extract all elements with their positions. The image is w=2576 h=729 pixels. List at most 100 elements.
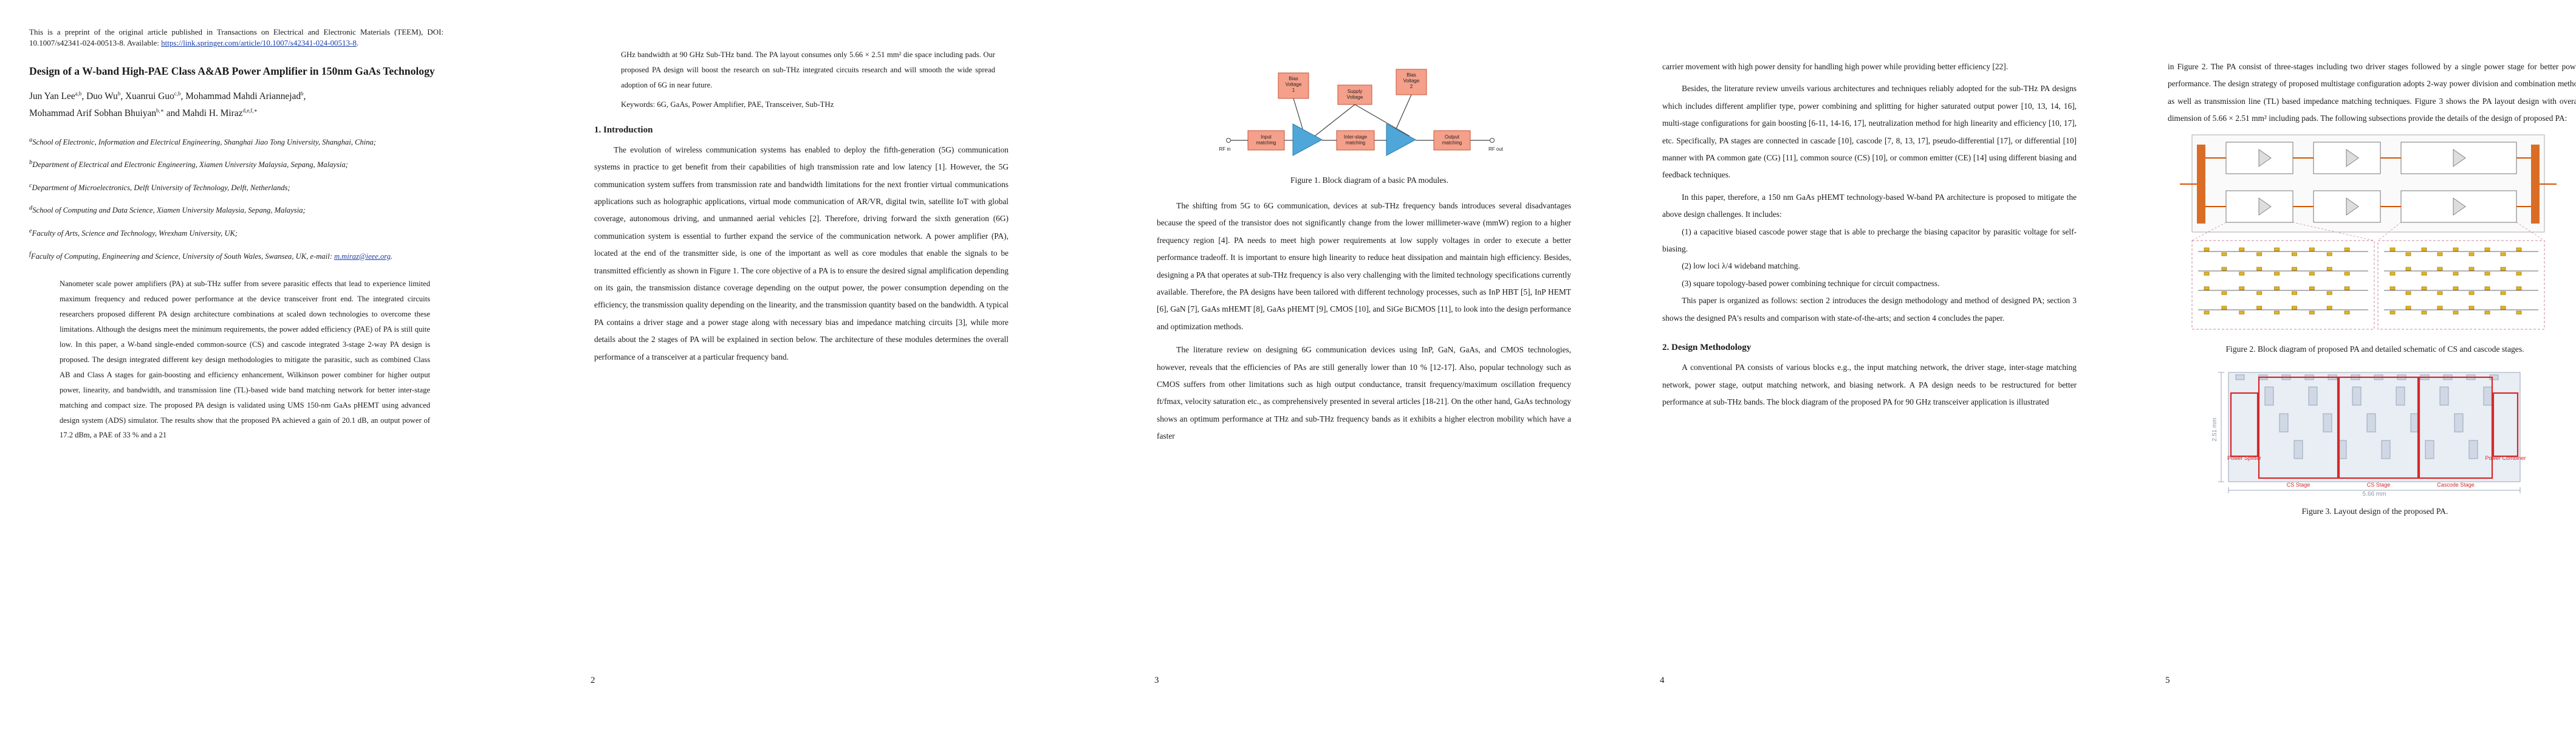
power-splitter-label: Power Splitter [2227,455,2261,461]
schematic-component-icon [2344,286,2350,290]
schematic-component-icon [2500,291,2506,295]
schematic-component-icon [2221,252,2227,256]
driver-amplifier-icon [1292,123,1323,156]
figure-3-layout: Power Splitter CS Stage CS Stage Cascode… [2211,372,2526,498]
page-2: GHz bandwidth at 90 GHz Sub-THz band. Th… [564,0,1079,729]
schematic-component-icon [2453,272,2459,276]
abstract-continued: GHz bandwidth at 90 GHz Sub-THz band. Th… [621,50,995,89]
schematic-component-icon [2405,306,2411,310]
layout-trace [2483,386,2493,406]
schematic-component-icon [2221,306,2227,310]
schematic-component-icon [2204,310,2210,315]
affiliation-d: dSchool of Computing and Data Science, X… [29,205,306,215]
page-number: 3 [1154,676,1159,685]
page-number: 4 [1660,676,1665,685]
layout-trace [2439,386,2449,406]
schematic-component-icon [2453,310,2459,315]
schematic-component-icon [2453,247,2459,252]
schematic-component-icon [2292,267,2297,271]
affiliation-c: cDepartment of Microelectronics, Delft U… [29,182,290,193]
layout-height-label: 2.51 mm [2211,417,2218,441]
cascode-stage-label: Cascode Stage [2437,482,2475,488]
schematic-component-icon [2309,247,2315,252]
page-4-paragraph-3: This paper is organized as follows: sect… [1662,296,2077,323]
schematic-component-icon [2516,286,2522,290]
author-list: Jun Yan Leea,b, Duo Wub, Xuanrui Guoc,b,… [29,90,306,119]
supply-voltage-block [1337,84,1372,105]
layout-trace [2425,440,2434,459]
rf-out-port-icon [1490,138,1495,143]
author-email-link[interactable]: m.miraz@ieee.org [334,252,391,261]
page-1: This is a preprint of the original artic… [0,0,515,729]
page-5: in Figure 2. The PA consist of three-sta… [2139,0,2576,729]
schematic-component-icon [2421,286,2427,290]
schematic-component-icon [2389,247,2396,252]
schematic-component-icon [2292,306,2297,310]
keywords: Keywords: 6G, GaAs, Power Amplifier, PAE… [621,100,834,109]
figure-2-caption: Figure 2. Block diagram of proposed PA a… [2225,344,2524,354]
schematic-component-icon [2421,247,2427,252]
affiliation-a: aSchool of Electronic, Information and E… [29,136,376,146]
page-4-paragraph-2: In this paper, therefore, a 150 nm GaAs … [1662,192,2077,219]
layout-trace [2381,440,2391,459]
schematic-component-icon [2274,272,2280,276]
rf-out-label: RF out [1488,146,1504,152]
power-combiner-label: Power Combiner [2485,455,2526,461]
affiliation-f: fFaculty of Computing, Engineering and S… [29,250,393,261]
schematic-component-icon [2292,291,2297,295]
page-4-paragraph-4: A conventional PA consists of various bl… [1662,363,2077,406]
rf-in-port-icon [1226,138,1231,143]
schematic-component-icon [2437,267,2443,271]
layout-trace [2352,386,2362,406]
schematic-component-icon [2326,267,2332,271]
schematic-component-icon [2453,286,2459,290]
power-combiner-box [2492,392,2519,457]
schematic-component-icon [2256,252,2263,256]
schematic-component-icon [2468,291,2475,295]
preprint-link[interactable]: https://link.springer.com/article/10.100… [161,38,357,47]
schematic-component-icon [2221,267,2227,271]
schematic-component-icon [2484,286,2490,290]
schematic-component-icon [2344,310,2350,315]
schematic-component-icon [2405,291,2411,295]
schematic-component-icon [2421,310,2427,315]
layout-trace [2468,440,2478,459]
schematic-component-icon [2309,272,2315,276]
schematic-component-icon [2437,306,2443,310]
schematic-component-icon [2389,272,2396,276]
layout-trace [2323,413,2332,433]
section-heading-design-methodology: 2. Design Methodology [1662,343,1752,353]
preprint-notice: This is a preprint of the original artic… [29,27,444,47]
schematic-component-icon [2500,306,2506,310]
schematic-component-icon [2204,286,2210,290]
figure-1-caption: Figure 1. Block diagram of a basic PA mo… [1290,176,1448,185]
cascode-stage-box [2418,376,2493,479]
introduction-paragraph: The evolution of wireless communication … [594,145,1009,361]
schematic-component-icon [2389,310,2396,315]
schematic-component-icon [2309,310,2315,315]
cs-stage-2-box [2338,376,2419,479]
schematic-component-icon [2405,252,2411,256]
schematic-component-icon [2239,272,2245,276]
cs-stage-1-box [2258,376,2339,479]
schematic-component-icon [2437,252,2443,256]
figure-2-block-diagram-and-schematic [2180,134,2557,330]
contribution-item-1: (1) a capacitive biased cascode power st… [1662,227,2077,254]
contribution-item-2: (2) low loci λ/4 wideband matching. [1682,261,1800,271]
page-4: carrier movement with high power density… [1633,0,2148,729]
schematic-component-icon [2204,247,2210,252]
schematic-component-icon [2468,306,2475,310]
layout-trace [2454,413,2464,433]
schematic-component-icon [2221,291,2227,295]
schematic-component-icon [2326,306,2332,310]
layout-pad [2235,374,2245,380]
schematic-component-icon [2326,291,2332,295]
schematic-component-icon [2500,252,2506,256]
schematic-component-icon [2274,310,2280,315]
